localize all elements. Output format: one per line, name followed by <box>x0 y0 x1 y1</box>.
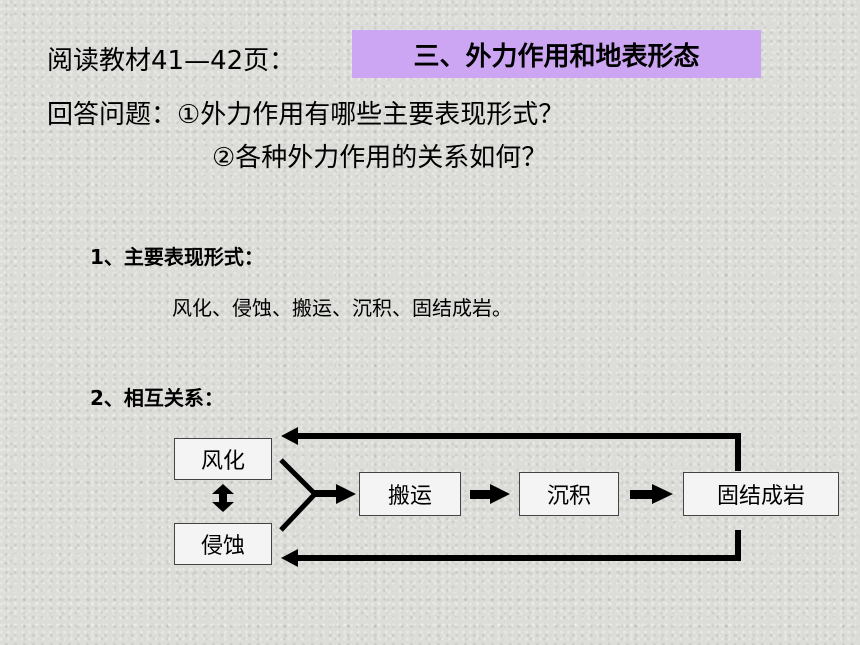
arrow-deposition-lithification-shaft <box>630 490 654 499</box>
arrow-transport-deposition-head <box>490 484 510 504</box>
feedback-arrowhead-top <box>281 427 298 445</box>
box-transport: 搬运 <box>359 472 461 516</box>
heading-main-forms: 1、主要表现形式： <box>90 245 264 269</box>
arrow-deposition-lithification-head <box>652 484 673 504</box>
forms-list: 风化、侵蚀、搬运、沉积、固结成岩。 <box>172 296 512 320</box>
feedback-arrow-bottom <box>296 530 741 561</box>
merge-line-lower <box>279 493 316 532</box>
box-weathering: 风化 <box>174 438 272 480</box>
feedback-arrow-top <box>296 433 741 471</box>
arrow-transport-deposition-shaft <box>470 490 492 499</box>
merge-line-upper <box>279 458 316 495</box>
double-arrow-up <box>212 484 234 494</box>
question-line-2: ②各种外力作用的关系如何？ <box>212 143 548 173</box>
double-arrow-shaft <box>219 494 227 502</box>
heading-relationship: 2、相互关系： <box>90 386 224 410</box>
box-lithification: 固结成岩 <box>683 472 839 516</box>
feedback-arrowhead-bottom <box>281 549 298 567</box>
section-title: 三、外力作用和地表形态 <box>352 30 761 78</box>
reading-instruction: 阅读教材41—42页： <box>47 46 296 76</box>
merge-arrow-shaft <box>312 490 338 497</box>
double-arrow-down <box>212 502 234 512</box>
question-line-1: 回答问题：①外力作用有哪些主要表现形式？ <box>47 100 565 130</box>
merge-arrowhead <box>336 484 356 504</box>
box-deposition: 沉积 <box>519 472 619 516</box>
box-erosion: 侵蚀 <box>174 523 272 565</box>
